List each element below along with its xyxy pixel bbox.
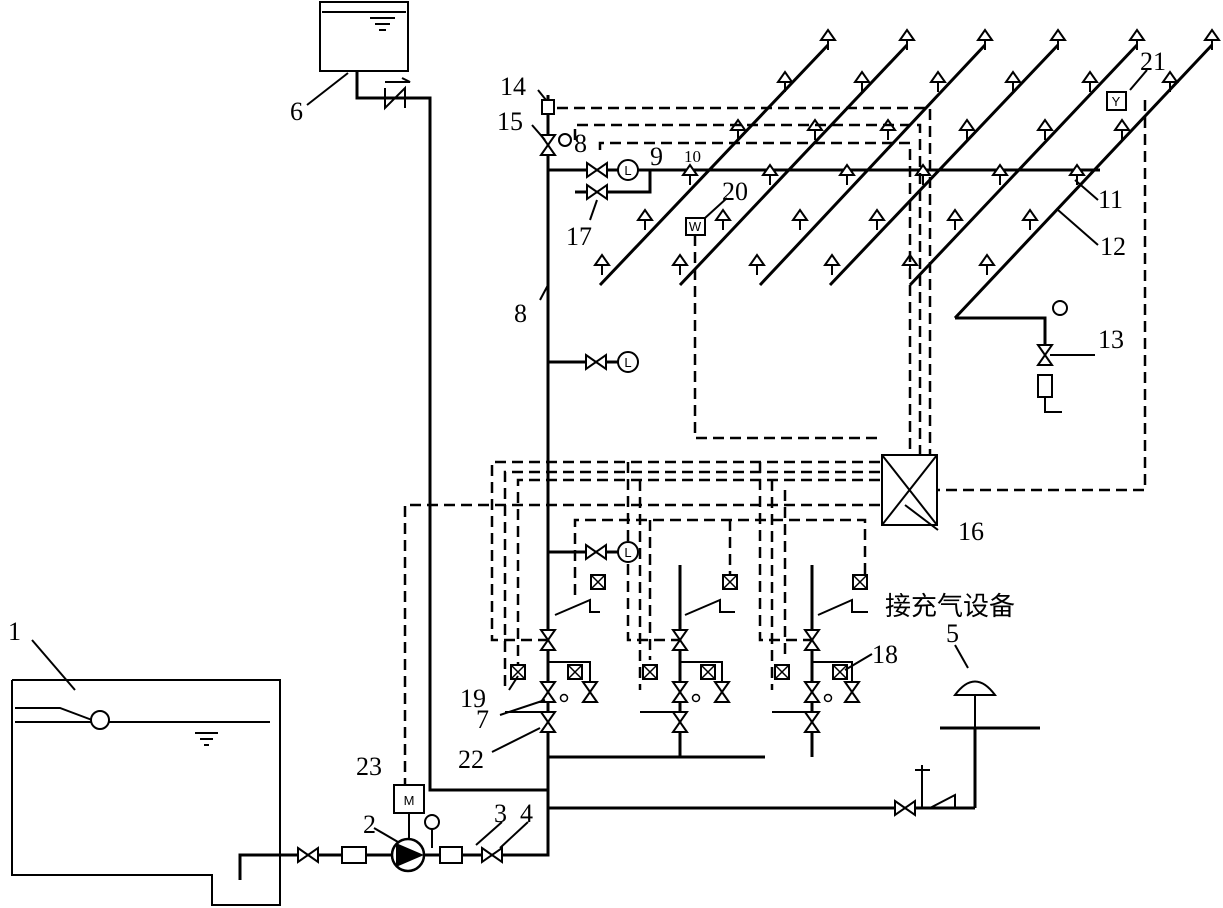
gate-valve-icon: [481, 847, 503, 863]
label-23: 23: [356, 752, 382, 781]
sprinkler-icon: [880, 119, 896, 141]
label-5: 5: [946, 619, 959, 648]
sprinkler-icon: [715, 209, 731, 231]
sprinkler-icon: [672, 254, 688, 276]
label-13: 13: [1098, 325, 1124, 354]
sprinkler-icon: [977, 29, 993, 51]
gauge-letter: L: [624, 163, 631, 178]
sprinkler-icon: [594, 254, 610, 276]
label-14: 14: [500, 72, 526, 101]
sprinkler-icon: [762, 164, 778, 186]
sprinkler-icon: [899, 29, 915, 51]
alarm-bell-icon: [953, 680, 997, 728]
y-box: [1106, 91, 1127, 111]
signal-wiring: [403, 100, 1147, 785]
alarm-valve-group-1: [505, 560, 606, 740]
label-21: 21: [1140, 47, 1166, 76]
label-9: 9: [650, 142, 663, 171]
elevated-water-tank: [319, 1, 409, 72]
fdc-valve-icon: [894, 800, 916, 816]
label-17: 17: [566, 222, 592, 251]
fire-pump-icon: [390, 814, 440, 873]
sprinkler-icon: [637, 209, 653, 231]
float-ball-icon: [90, 710, 110, 730]
label-4: 4: [520, 799, 533, 828]
pipe-valves: [297, 134, 1053, 863]
leader-lines: [31, 69, 1148, 849]
gauge-letter: L: [624, 545, 631, 560]
alarm-valve-group-3: [772, 565, 868, 757]
sprinkler-icon: [792, 209, 808, 231]
sprinkler-icon: [1050, 29, 1066, 51]
test-valve-icon: [585, 544, 607, 560]
sprinkler-icon: [1204, 29, 1220, 51]
sprinkler-icon: [979, 254, 995, 276]
sprinkler-icon: [820, 29, 836, 51]
motor-icon: [393, 784, 425, 838]
sprinkler-icon: [682, 164, 698, 186]
w-box: [685, 217, 706, 236]
water-storage-tank: [11, 679, 281, 906]
sprinkler-icon: [730, 119, 746, 141]
label-10: 10: [684, 147, 701, 166]
check-valve-icon: [384, 77, 411, 111]
motor-letter: M: [404, 793, 415, 808]
label-7: 7: [476, 705, 489, 734]
label-20: 20: [722, 177, 748, 206]
fdc-check-icon: [915, 765, 956, 809]
branch-lines: [598, 43, 1214, 345]
label-15: 15: [497, 107, 523, 136]
label-3: 3: [494, 799, 507, 828]
sprinkler-icon: [839, 164, 855, 186]
alarm-valve-group-2: [640, 565, 738, 757]
label-16: 16: [958, 517, 984, 546]
end-test-device-icon: [1037, 374, 1062, 413]
label-18: 18: [872, 640, 898, 669]
label-1: 1: [8, 617, 21, 646]
sprinkler-icon: [1022, 209, 1038, 231]
gauge-letter: L: [624, 355, 631, 370]
sprinkler-icon: [992, 164, 1008, 186]
label-6: 6: [290, 97, 303, 126]
suction-gate-valve-icon: [297, 847, 319, 863]
label-22: 22: [458, 745, 484, 774]
number-labels: 1 2 3 4 5 6 7 8 8 9 10 11 12 13 14 15 16…: [8, 47, 1166, 839]
drain-valve-icon: [586, 184, 608, 200]
flexible-joint-icon: [341, 846, 463, 864]
exhaust-device-icon: [541, 99, 555, 115]
gauge-icons: [558, 133, 1068, 563]
label-2: 2: [363, 810, 376, 839]
control-valve-icon: [586, 162, 608, 178]
w-letter: W: [689, 219, 702, 234]
y-letter: Y: [1112, 94, 1121, 109]
label-8-top: 8: [574, 129, 587, 158]
gas-supply-label: 接充气设备: [885, 592, 1015, 622]
sprinkler-icon: [947, 209, 963, 231]
sprinkler-icon: [777, 71, 793, 93]
label-19: 19: [460, 684, 486, 713]
sprinkler-icon: [869, 209, 885, 231]
sprinkler-icon: [749, 254, 765, 276]
end-test-valve-icon: [1037, 344, 1053, 366]
alarm-controller-box: [881, 454, 938, 526]
label-12: 12: [1100, 232, 1126, 261]
label-8-riser: 8: [514, 299, 527, 328]
label-11: 11: [1098, 185, 1123, 214]
sprinkler-icon: [824, 254, 840, 276]
test-valve-icon: [585, 354, 607, 370]
